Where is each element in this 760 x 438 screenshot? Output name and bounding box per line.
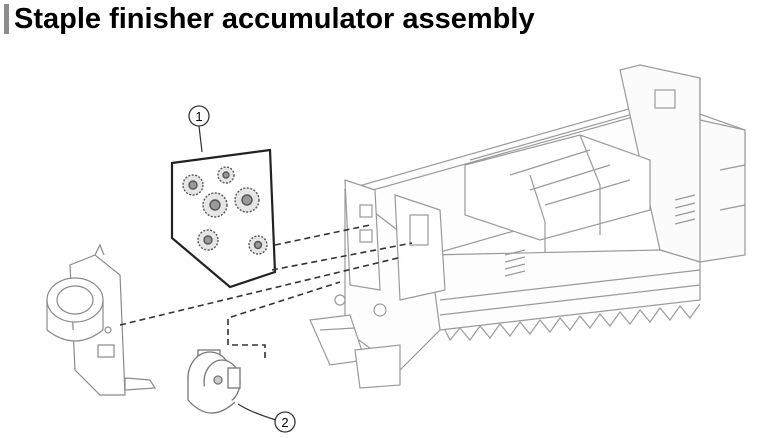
callout-1-label: 1 [195, 109, 202, 124]
drive-motor [187, 349, 241, 414]
gear-icon [182, 166, 268, 255]
callout-1: 1 [188, 105, 210, 153]
title-accent-bar [4, 4, 9, 34]
gear-cluster-box [170, 148, 277, 289]
page-title: Staple finisher accumulator assembly [14, 3, 535, 35]
callout-2-label: 2 [281, 415, 288, 430]
left-side-plate [46, 243, 157, 396]
callout-2: 2 [237, 403, 296, 433]
accumulator-frame [309, 64, 746, 389]
assembly-guide-lines [119, 224, 413, 358]
